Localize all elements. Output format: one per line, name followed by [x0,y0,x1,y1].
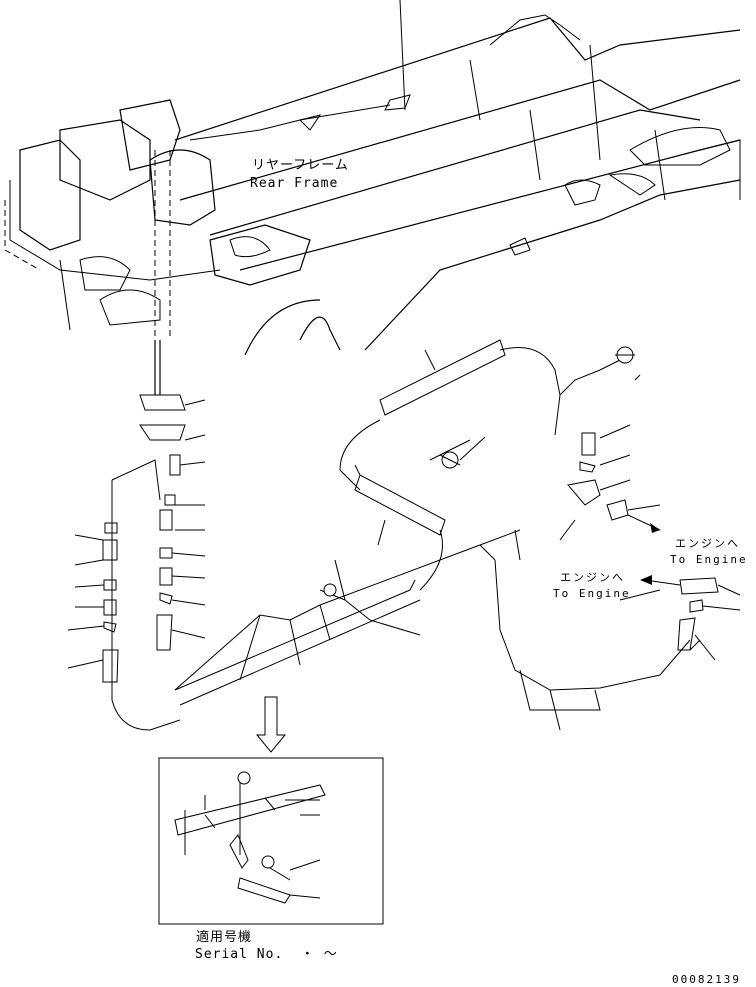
to-engine-lower-en: To Engine [553,587,631,600]
serial-label-en: Serial No. ・ ～ [195,947,338,962]
engine-arrows [627,514,681,586]
detail-arrow [255,696,287,753]
to-engine-upper-jp: エンジンへ [675,537,740,550]
rear-frame-illustration [4,0,741,356]
rear-frame-label-en: Rear Frame [250,176,339,191]
serial-label-jp: 適用号機 [196,930,253,945]
hose-routing [174,339,741,731]
rear-frame-label-jp: リヤーフレーム [252,158,349,173]
to-engine-upper-en: To Engine [670,553,748,566]
drawing-number: 00082139 [672,973,741,986]
inset-detail [158,757,384,925]
to-engine-lower-jp: エンジンへ [560,571,625,584]
left-hose-assembly [67,340,206,731]
